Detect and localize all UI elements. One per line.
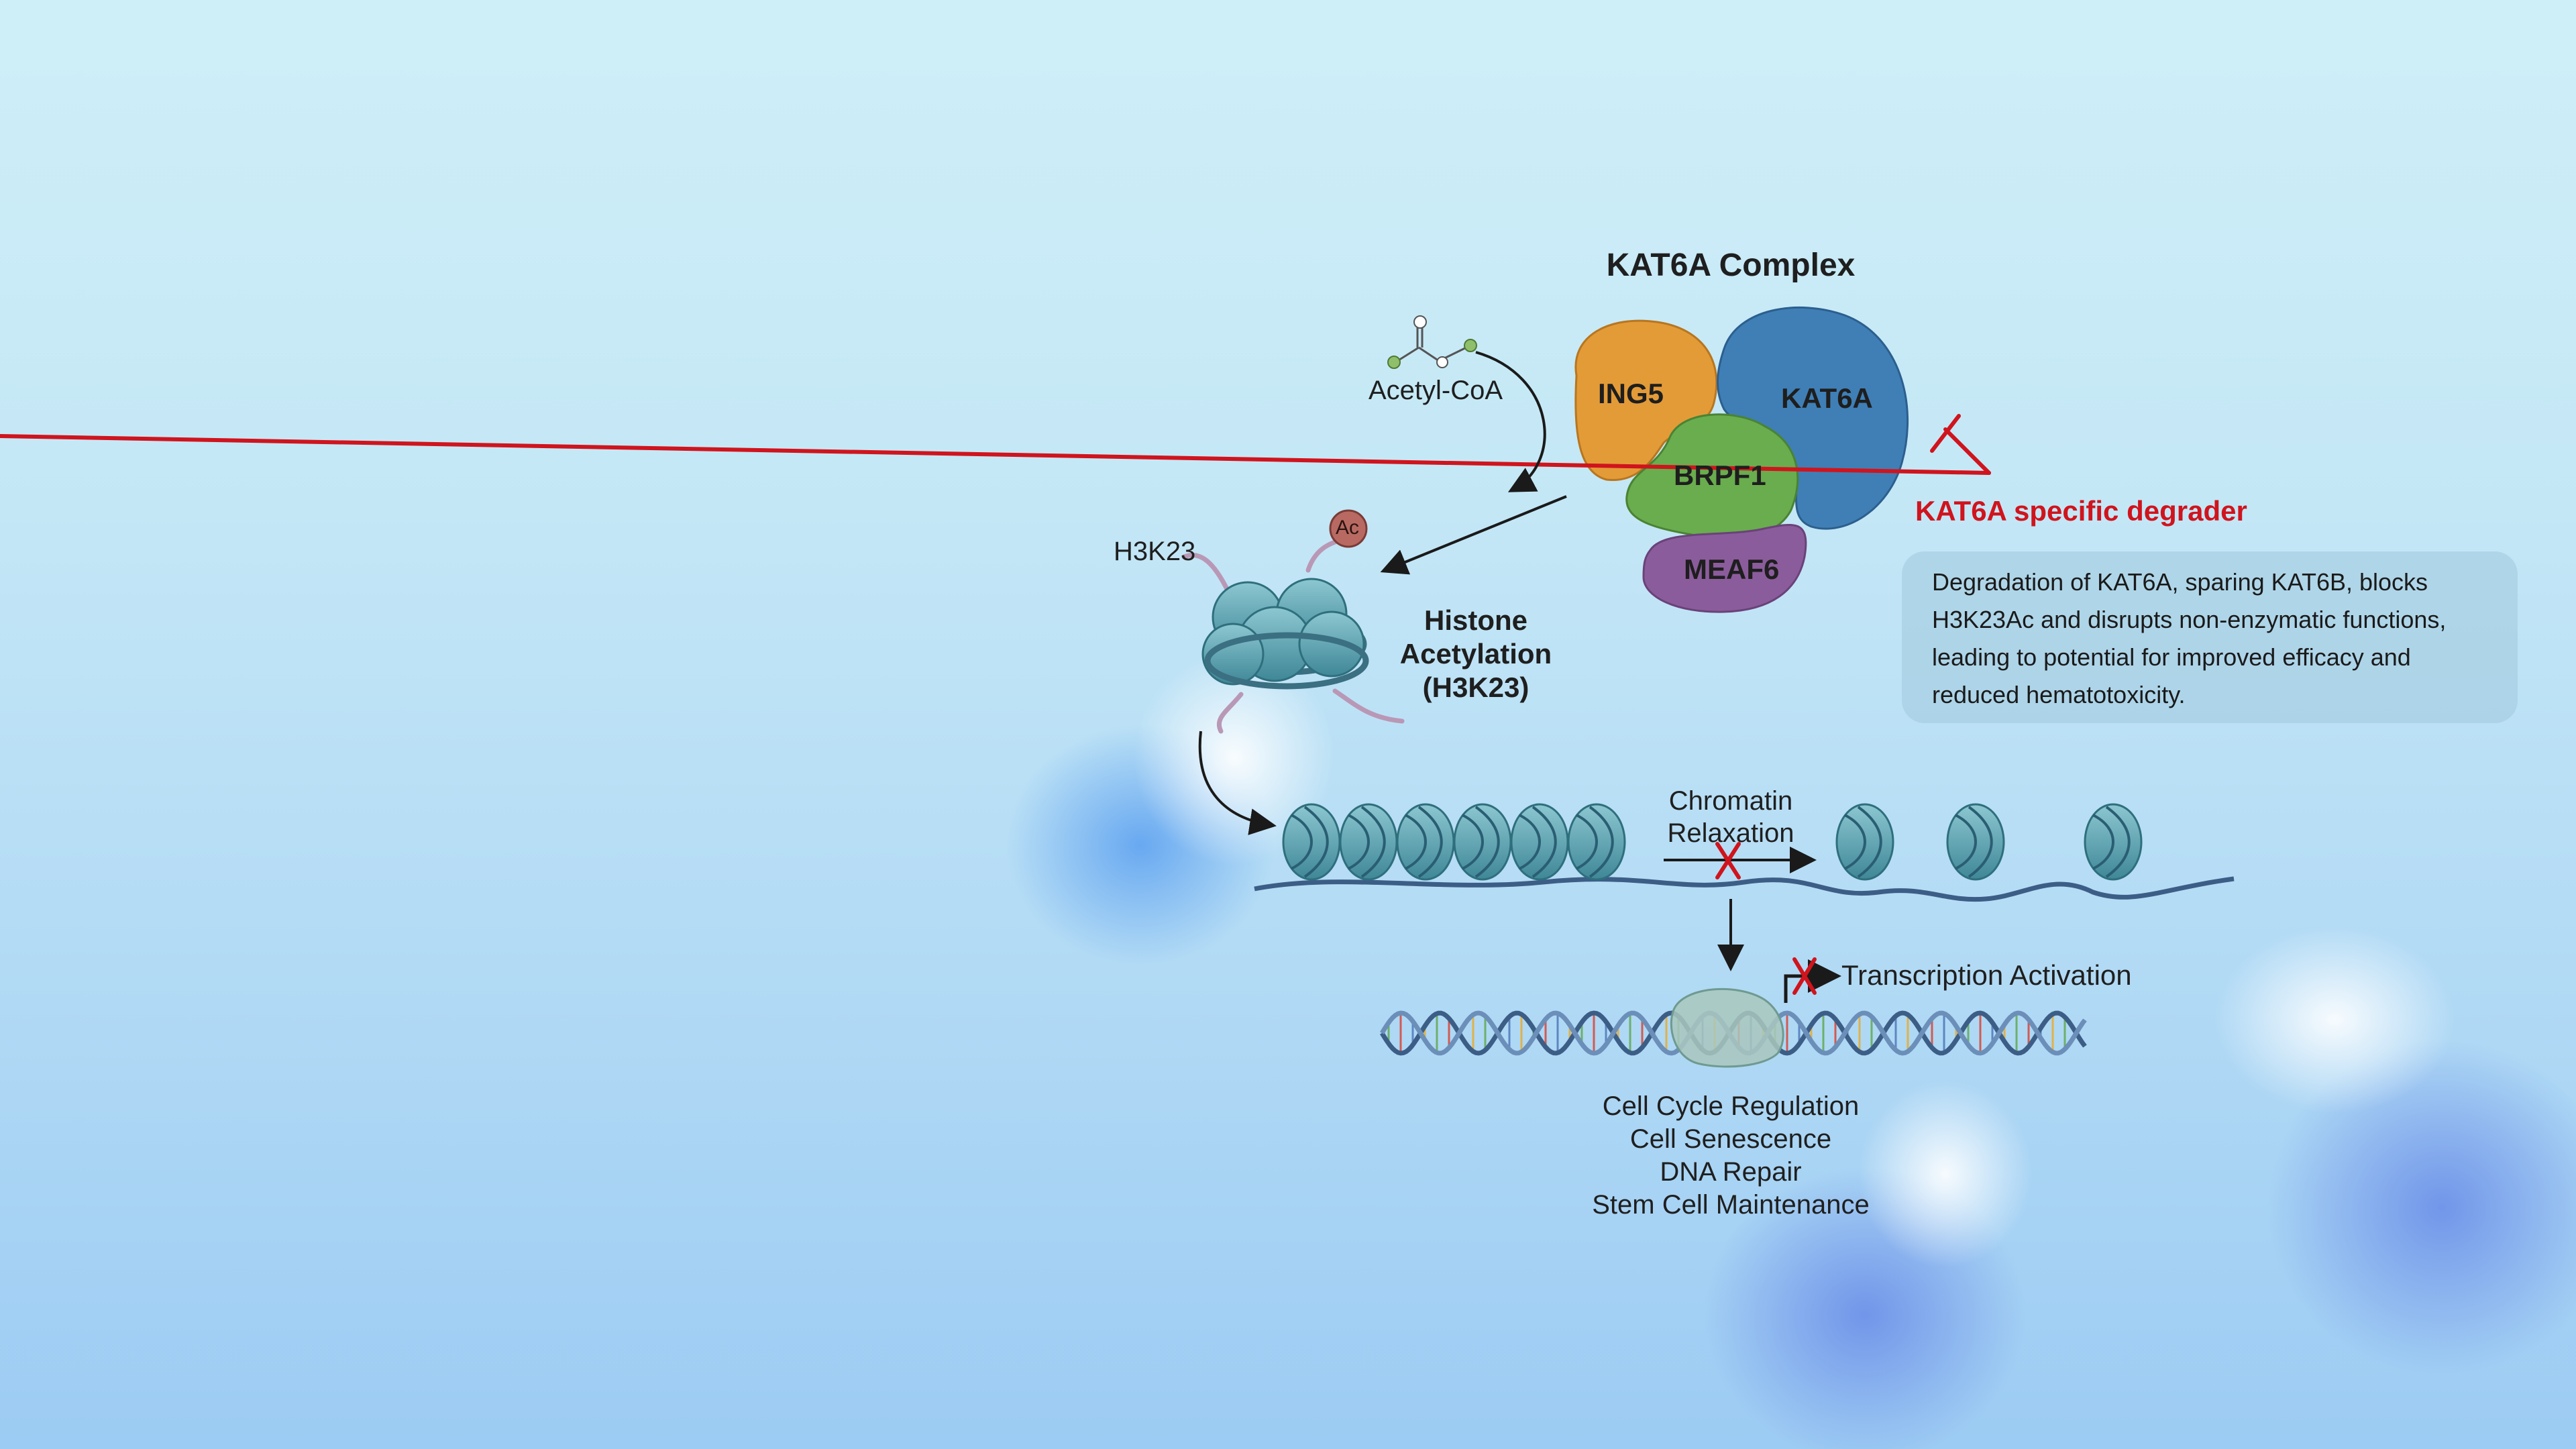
histone-line-1: Histone: [1424, 604, 1527, 636]
meaf6-label: MEAF6: [1684, 553, 1780, 585]
nucleosome: [1567, 803, 1626, 881]
outcome-item: Stem Cell Maintenance: [1592, 1190, 1870, 1220]
nucleosome: [1946, 803, 2005, 881]
nucleosome: [1453, 803, 1512, 881]
ing5-label: ING5: [1598, 378, 1664, 409]
h3k23-label: H3K23: [1114, 537, 1196, 566]
chromatin-fiber: [1254, 876, 2235, 902]
complex-to-nucleosome-arrow: [1380, 495, 1567, 575]
acetyl-coa-arrow: [1475, 351, 1546, 492]
nucleosome-to-chromatin-arrow: [1198, 731, 1277, 835]
meaf6-subunit: [1642, 524, 1807, 613]
nucleosome: [1339, 803, 1398, 881]
transcription-start-arrow: [1784, 959, 1841, 1003]
relaxed-nucleosomes: [1835, 803, 2143, 881]
chromatin-line-2: Relaxation: [1667, 818, 1794, 848]
histone-line-3: (H3K23): [1422, 672, 1529, 703]
acetyl-coa-molecule-icon: [1387, 315, 1477, 369]
chromatin-relaxation-label: Chromatin Relaxation: [1630, 785, 1831, 849]
degrader-title: KAT6A specific degrader: [1915, 495, 2247, 527]
inhibition-symbol: [0, 434, 1991, 475]
outcome-item: DNA Repair: [1660, 1157, 1802, 1187]
complex-title: KAT6A Complex: [1606, 248, 1856, 283]
brpf1-label: BRPF1: [1674, 460, 1766, 491]
kat6a-label: KAT6A: [1781, 382, 1873, 414]
nucleosome: [1835, 803, 1894, 881]
relaxation-blocked-icon: [1715, 842, 1741, 879]
nucleosome: [1282, 803, 1341, 881]
outcome-item: Cell Senescence: [1629, 1124, 1832, 1154]
outcome-item: Cell Cycle Regulation: [1602, 1091, 1860, 1121]
nucleosome: [2084, 803, 2143, 881]
inhibition-bar: [1930, 414, 1991, 475]
histone-line-2: Acetylation: [1399, 638, 1552, 669]
transcription-blocked-icon: [1792, 957, 1817, 995]
degrader-description-box: Degradation of KAT6A, sparing KAT6B, blo…: [1902, 551, 2518, 723]
compact-nucleosomes: [1282, 803, 1626, 881]
nucleosome: [1396, 803, 1455, 881]
transcription-activation-label: Transcription Activation: [1841, 959, 2132, 991]
chromatin-line-1: Chromatin: [1668, 786, 1793, 816]
kat6a-complex: [1574, 306, 1909, 613]
acetyl-coa-label: Acetyl-CoA: [1368, 376, 1503, 405]
acetylated-nucleosome: [1181, 509, 1405, 734]
outcomes-list: Cell Cycle Regulation Cell Senescence DN…: [1529, 1090, 1932, 1222]
acetyl-badge: Ac: [1336, 517, 1360, 539]
degrader-description: Degradation of KAT6A, sparing KAT6B, blo…: [1932, 568, 2447, 708]
transcription-complex: [1670, 987, 1784, 1068]
histone-acetylation-label: Histone Acetylation (H3K23): [1368, 604, 1583, 704]
nucleosome: [1510, 803, 1569, 881]
